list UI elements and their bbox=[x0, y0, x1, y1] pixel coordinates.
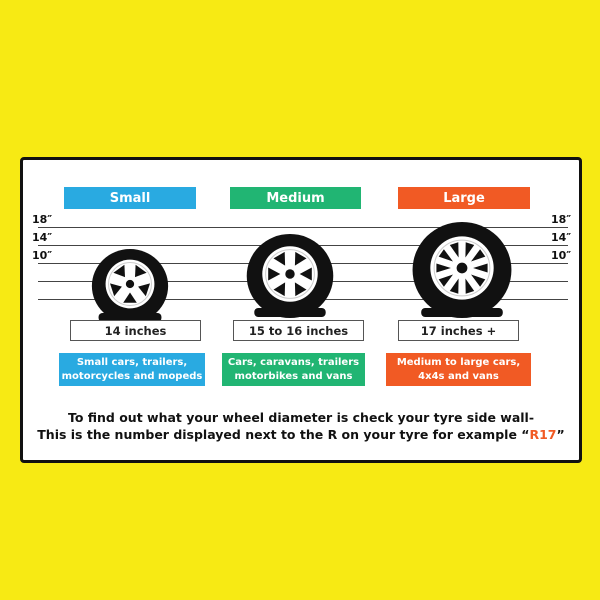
rim-hole bbox=[465, 278, 475, 294]
rim-hole bbox=[449, 278, 459, 294]
rim-hole bbox=[273, 282, 286, 297]
medium-tyre-icon bbox=[246, 234, 334, 318]
size-medium: 15 to 16 inches bbox=[233, 320, 364, 341]
rim-hole bbox=[438, 249, 453, 262]
rim-edge bbox=[265, 249, 315, 299]
description-large: Medium to large cars, 4x4s and vans bbox=[386, 353, 531, 386]
rim-hole bbox=[135, 264, 147, 278]
hub bbox=[456, 262, 468, 274]
category-small-label: Small bbox=[64, 187, 196, 209]
footer-text: This is the number displayed next to the… bbox=[37, 427, 530, 442]
rim-hole bbox=[110, 283, 122, 297]
rim-hole bbox=[465, 242, 475, 258]
rim-hole bbox=[268, 267, 281, 281]
rim-hole bbox=[113, 264, 125, 278]
rim-hole bbox=[438, 274, 453, 287]
rim-hole bbox=[473, 263, 488, 273]
category-medium-label: Medium bbox=[230, 187, 361, 209]
hub bbox=[125, 279, 135, 289]
footer-example: R17 bbox=[529, 427, 557, 442]
size-large: 17 inches + bbox=[398, 320, 519, 341]
tick-18-right: 18″ bbox=[551, 213, 572, 226]
description-small: Small cars, trailers, motorcycles and mo… bbox=[59, 353, 205, 386]
rim-edge bbox=[433, 239, 491, 297]
tick-18-left: 18″ bbox=[32, 213, 53, 226]
footer-quote: ” bbox=[556, 427, 565, 442]
rim-hole bbox=[436, 263, 451, 273]
rim-hole bbox=[294, 282, 307, 297]
tick-10-right: 10″ bbox=[551, 249, 572, 262]
hub bbox=[285, 269, 295, 279]
tick-14-right: 14″ bbox=[551, 231, 572, 244]
footer-line-2: This is the number displayed next to the… bbox=[20, 427, 582, 442]
tick-10-left: 10″ bbox=[32, 249, 53, 262]
large-tyre-icon bbox=[412, 222, 512, 318]
tyre-flat-bottom bbox=[98, 313, 162, 322]
rim-hole bbox=[138, 283, 150, 297]
small-tyre-icon bbox=[91, 249, 169, 323]
rim-hole bbox=[273, 251, 286, 266]
category-large-label: Large bbox=[398, 187, 530, 209]
description-medium: Cars, caravans, trailers motorbikes and … bbox=[222, 353, 365, 386]
rim-hole bbox=[123, 292, 137, 303]
rim-edge bbox=[108, 262, 152, 306]
footer-line-1: To find out what your wheel diameter is … bbox=[67, 410, 535, 425]
rim-hole bbox=[471, 274, 486, 287]
rim-hole bbox=[294, 251, 307, 266]
size-small: 14 inches bbox=[70, 320, 201, 341]
rim-hole bbox=[449, 242, 459, 258]
scale-line-18 bbox=[38, 227, 568, 228]
rim-hole bbox=[299, 267, 312, 281]
rim-hole bbox=[471, 249, 486, 262]
tyre-flat-bottom bbox=[421, 308, 503, 317]
tyre-flat-bottom bbox=[254, 308, 326, 317]
tick-14-left: 14″ bbox=[32, 231, 53, 244]
